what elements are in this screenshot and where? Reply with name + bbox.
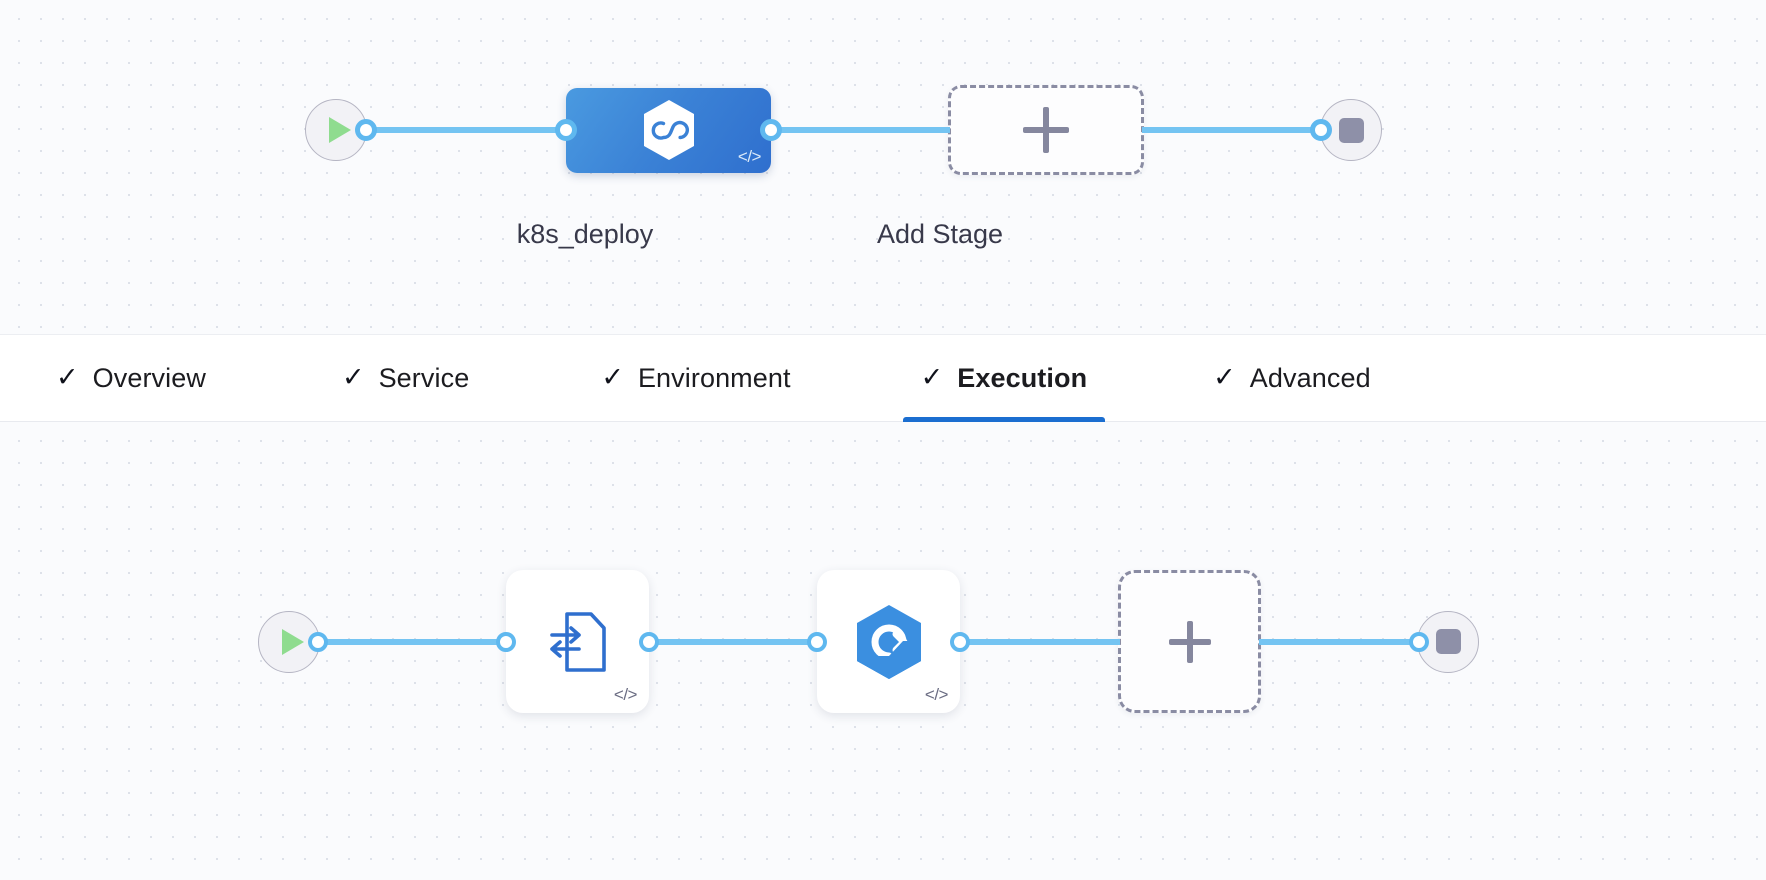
tab-service[interactable]: ✓ Service (316, 334, 495, 422)
execution-graph-canvas[interactable]: </> </> (0, 422, 1766, 880)
execution-link-3 (968, 638, 1120, 645)
stop-icon (1338, 117, 1364, 143)
stage-link-1 (375, 127, 557, 133)
stage-link-2 (780, 127, 950, 133)
tab-advanced[interactable]: ✓ Advanced (1187, 334, 1397, 422)
k8sdiff-out-port[interactable] (639, 631, 659, 652)
plus-icon (1023, 107, 1069, 153)
stop-icon (1435, 629, 1461, 654)
tab-execution[interactable]: ✓ Execution (895, 334, 1114, 423)
stage-label-k8s-deploy: k8s_deploy (516, 219, 654, 249)
plus-icon (1168, 620, 1211, 663)
check-icon: ✓ (56, 361, 79, 392)
play-icon (281, 628, 304, 655)
harness-cd-hexagon-icon (641, 99, 697, 161)
k8sdiff-in-port[interactable] (496, 631, 516, 652)
rollout-hexagon-icon (853, 603, 925, 681)
code-badge-icon: </> (737, 146, 762, 166)
stage-label-add-stage: Add Stage (876, 219, 1004, 249)
step-node-rollout-deployment[interactable]: </> (817, 570, 960, 713)
stage-link-3 (1142, 127, 1312, 133)
rollout-out-port[interactable] (950, 631, 970, 652)
stage-k8s-deploy-in-port[interactable] (555, 119, 577, 141)
tab-label: Advanced (1249, 362, 1371, 393)
execution-end-node[interactable] (1417, 610, 1479, 673)
execution-start-port[interactable] (308, 631, 328, 652)
stage-graph-canvas[interactable]: </> k8s_deploy Add Stage (0, 0, 1766, 334)
check-icon: ✓ (1213, 361, 1236, 392)
step-node-k8sdiff[interactable]: </> (506, 570, 649, 713)
tab-overview[interactable]: ✓ Overview (30, 334, 232, 422)
tab-label: Overview (92, 362, 206, 393)
tab-label: Service (378, 362, 470, 393)
add-step-button[interactable] (1118, 570, 1261, 713)
stage-start-port[interactable] (355, 119, 377, 141)
tab-environment[interactable]: ✓ Environment (575, 334, 816, 422)
execution-start-node[interactable] (258, 610, 320, 673)
tab-label: Environment (637, 362, 791, 393)
check-icon: ✓ (601, 361, 624, 392)
code-badge-icon: </> (613, 685, 638, 704)
stage-end-port[interactable] (1310, 119, 1332, 141)
stage-config-tabbar: ✓ Overview ✓ Service ✓ Environment ✓ Exe… (0, 334, 1766, 423)
code-badge-icon: </> (924, 685, 949, 704)
execution-pipeline-row: </> </> (258, 570, 1479, 713)
rollout-in-port[interactable] (807, 631, 827, 652)
stage-pipeline-row: </> (305, 85, 1382, 175)
stage-k8s-deploy-out-port[interactable] (760, 119, 782, 141)
execution-end-port[interactable] (1409, 631, 1429, 652)
tab-label: Execution (957, 362, 1088, 393)
check-icon: ✓ (341, 361, 365, 392)
play-icon (328, 117, 351, 143)
execution-link-4 (1259, 638, 1411, 645)
k8s-diff-document-icon (547, 609, 609, 675)
add-stage-button[interactable] (948, 85, 1144, 175)
check-icon: ✓ (920, 361, 944, 392)
stage-node-k8s-deploy[interactable]: </> (566, 87, 771, 173)
stage-node-k8s-deploy-wrap: </> (566, 87, 771, 173)
execution-link-2 (657, 638, 809, 645)
execution-link-1 (326, 638, 498, 645)
